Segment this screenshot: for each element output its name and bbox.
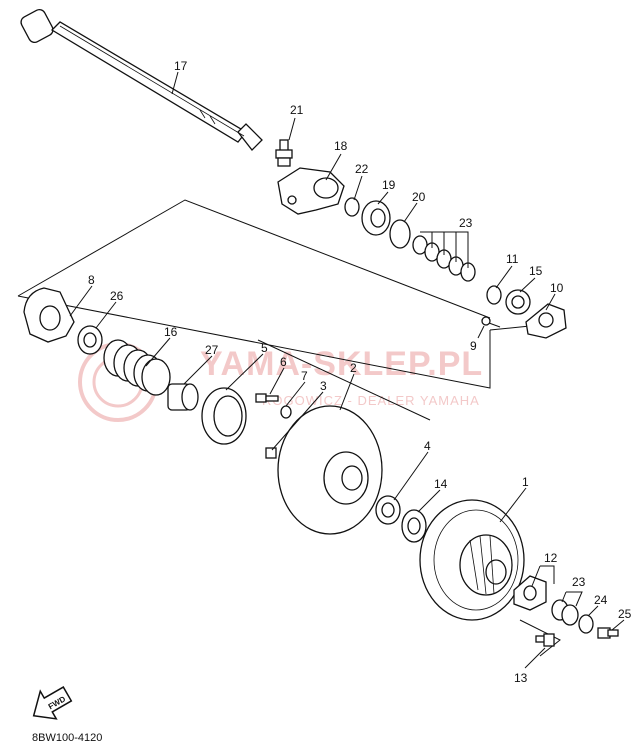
callout-21: 21 <box>290 103 304 117</box>
callout-20: 20 <box>412 190 426 204</box>
part-23-shims-lower <box>551 599 579 626</box>
part-24-washer <box>578 614 594 634</box>
callout-18: 18 <box>334 139 348 153</box>
part-10-plate <box>525 303 567 339</box>
callout-19: 19 <box>382 178 396 192</box>
watermark-main-text: YAMA-SKLEP.PL <box>200 345 483 383</box>
part-4-bearing <box>375 495 401 525</box>
assembly-outline <box>17 199 561 657</box>
callout-15: 15 <box>529 264 543 278</box>
diagram-code: 8BW100-4120 <box>32 732 102 744</box>
callout-13: 13 <box>514 671 528 685</box>
callout-26: 26 <box>110 289 124 303</box>
callout-6: 6 <box>280 355 287 369</box>
part-22-circlip <box>344 197 360 217</box>
part-21-bolt <box>275 139 293 167</box>
callout-11: 11 <box>506 252 519 266</box>
callout-12: 12 <box>544 551 558 565</box>
callout-16: 16 <box>164 325 178 339</box>
part-17-shaft <box>20 9 263 151</box>
callout-24: 24 <box>594 593 608 607</box>
callout-7: 7 <box>301 369 308 383</box>
part-5-seal <box>201 387 247 445</box>
callout-1: 1 <box>522 475 529 489</box>
part-14-seal <box>401 509 427 543</box>
callout-22: 22 <box>355 162 369 176</box>
callout-14: 14 <box>434 477 448 491</box>
part-18-housing <box>277 167 345 215</box>
part-2-sheave <box>277 405 383 535</box>
callout-25: 25 <box>618 607 632 621</box>
part-26-washer <box>77 325 103 355</box>
part-7-washer <box>280 405 292 419</box>
watermark: YAMA-SKLEP.PL ROGOWICZ - DEALER YAMAHA <box>78 342 483 422</box>
part-12-plate <box>513 575 547 611</box>
part-27-collar <box>167 383 199 411</box>
callout-5: 5 <box>261 341 268 355</box>
part-11-circlip <box>486 285 502 305</box>
part-19-bearing <box>361 200 391 236</box>
part-25-bolt <box>597 627 619 639</box>
fwd-arrow-icon: FWD <box>32 686 73 720</box>
leader-lines <box>69 71 625 669</box>
callout-4: 4 <box>424 439 431 453</box>
part-3-screw <box>265 447 277 459</box>
part-1-fixed-sheave <box>419 499 525 621</box>
part-13-bolt <box>535 633 555 647</box>
watermark-sub-text: ROGOWICZ - DEALER YAMAHA <box>262 393 480 408</box>
part-16-spring <box>103 339 171 396</box>
part-9-screw <box>481 316 501 328</box>
part-20-clip <box>389 219 411 249</box>
callout-2: 2 <box>350 361 357 375</box>
part-15-washer <box>505 289 531 315</box>
callout-27: 27 <box>205 343 219 357</box>
callout-3: 3 <box>320 379 327 393</box>
callout-10: 10 <box>550 281 564 295</box>
callout-17: 17 <box>174 59 188 73</box>
callouts: 17 21 18 22 19 20 23 11 15 10 9 8 26 16 … <box>88 59 632 685</box>
part-8-cam <box>23 287 75 343</box>
callout-23-upper: 23 <box>459 216 473 230</box>
part-6-bolt <box>255 393 279 403</box>
callout-8: 8 <box>88 273 95 287</box>
callout-23-lower: 23 <box>572 575 586 589</box>
callout-9: 9 <box>470 339 477 353</box>
